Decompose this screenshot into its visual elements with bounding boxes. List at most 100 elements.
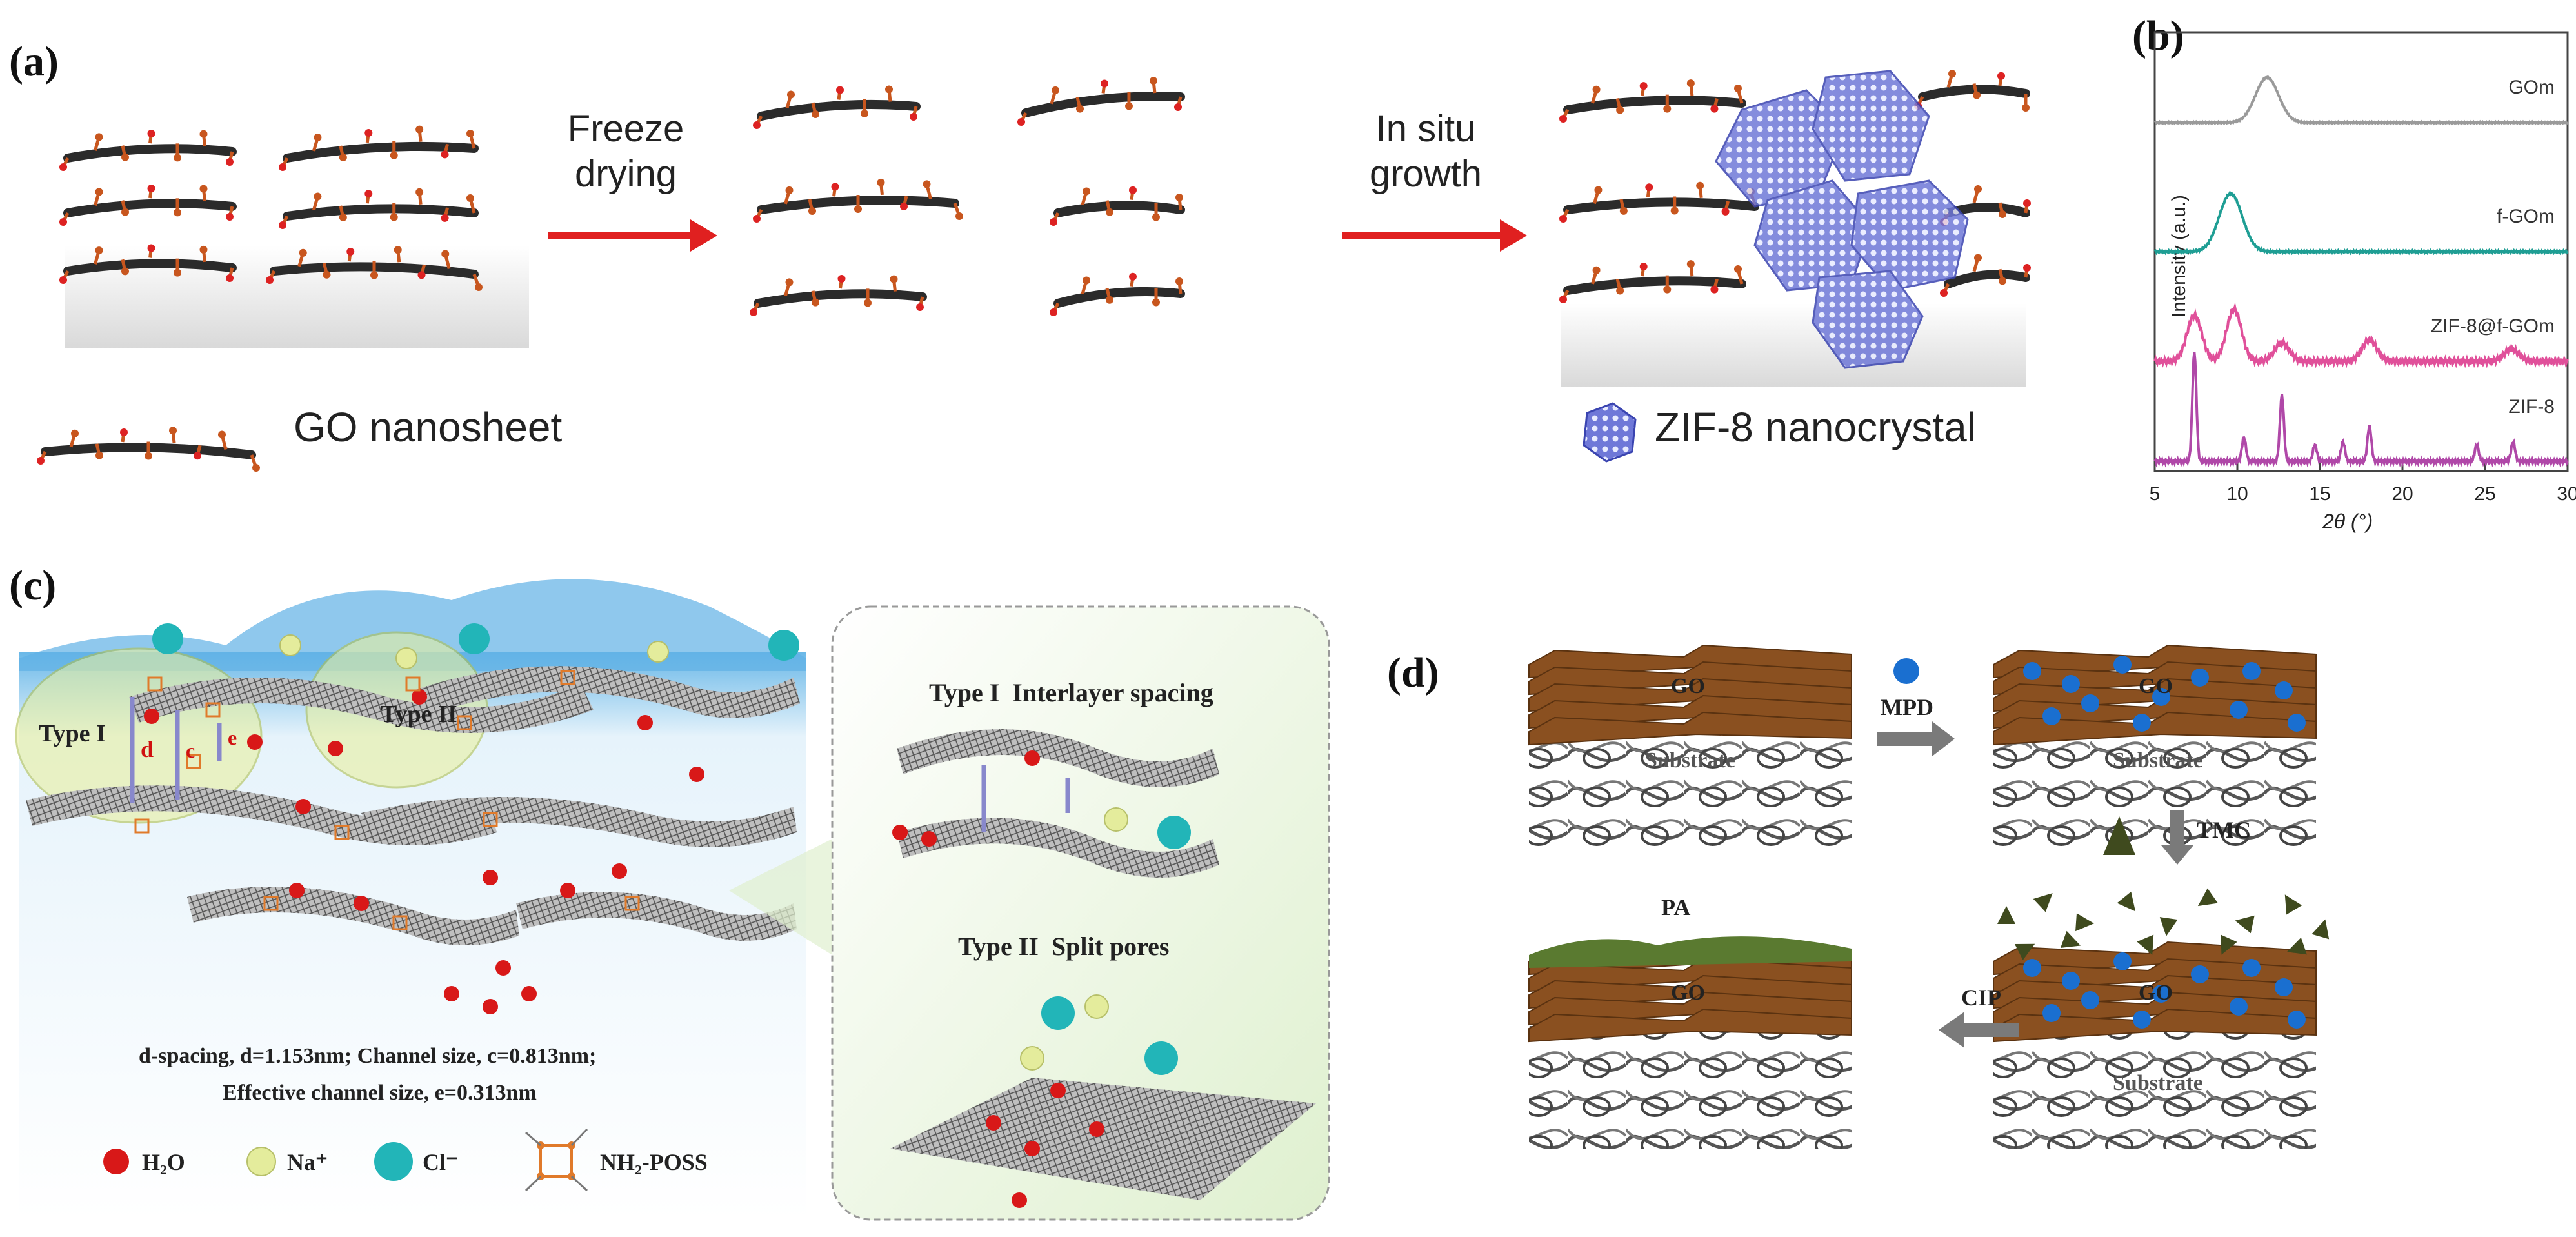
functional-group-atom <box>1559 215 1567 223</box>
water-molecule <box>1089 1121 1104 1137</box>
functional-group-atom <box>1999 277 2006 285</box>
functional-group-atom <box>1101 79 1108 88</box>
zif-8-crystals <box>1715 70 1969 369</box>
panel-c-label: (c) <box>9 562 57 609</box>
functional-group-atom <box>390 213 398 221</box>
sodium-ion <box>1104 807 1128 832</box>
functional-group-atom <box>1106 208 1113 216</box>
functional-group-atom <box>95 451 103 459</box>
legend-cl: Cl⁻ <box>423 1149 459 1175</box>
go-sheet <box>1021 92 1185 117</box>
inset-split-pore-sheet <box>890 1078 1316 1200</box>
functional-group-atom <box>1174 103 1182 111</box>
functional-group-atom <box>1175 194 1183 201</box>
water-molecule <box>483 870 498 885</box>
type-ii-label: Type II <box>381 701 457 728</box>
functional-group-atom <box>1592 85 1601 94</box>
tmc-molecule <box>2159 917 2178 936</box>
graphene-sheet <box>516 892 797 941</box>
go-label-3: GO <box>1671 981 1705 1005</box>
functional-group-atom <box>95 188 103 196</box>
legend-nh2-poss: NH₂-POSS <box>600 1149 708 1175</box>
sodium-ion <box>1020 1046 1044 1071</box>
water-splash <box>19 579 806 671</box>
go-sheet <box>1563 197 1759 214</box>
functional-group-atom <box>1721 207 1730 216</box>
mpd-molecule <box>2275 681 2293 699</box>
functional-group-atom <box>226 158 234 166</box>
tmc-molecule <box>1997 906 2015 924</box>
functional-group-atom <box>121 208 129 216</box>
graphene-sheet <box>361 797 797 847</box>
functional-group-atom <box>1050 308 1057 316</box>
mpd-arrow <box>1877 721 1955 756</box>
mpd-molecule <box>2242 662 2261 680</box>
functional-group-atom <box>955 212 963 220</box>
mpd-molecule <box>2081 694 2099 712</box>
functional-group-atom <box>785 278 794 287</box>
caption-line-1: d-spacing, d=1.153nm; Channel size, c=0.… <box>139 1044 597 1068</box>
functional-group-atom <box>417 271 426 279</box>
water-molecule <box>1050 1083 1066 1098</box>
functional-group-atom <box>1616 106 1624 114</box>
series-label: ZIF-8@f-GOm <box>2431 316 2555 337</box>
go-sheet <box>63 144 237 163</box>
functional-group-atom <box>1639 82 1648 90</box>
tmc-icon <box>2103 816 2135 855</box>
go-label-4: GO <box>2139 981 2173 1005</box>
water-molecule <box>986 1115 1001 1131</box>
functional-group-atom <box>194 452 201 460</box>
functional-group-atom <box>120 428 128 436</box>
functional-group-atom <box>1083 276 1090 285</box>
functional-group-atom <box>1559 115 1567 123</box>
functional-group-atom <box>1734 265 1742 273</box>
functional-group-atom <box>1083 187 1090 196</box>
functional-group-atom <box>787 90 795 99</box>
h2o-icon <box>103 1149 129 1174</box>
functional-group-atom <box>2022 104 2030 112</box>
x-tick-label: 25 <box>2474 483 2495 505</box>
inset-callout <box>729 839 832 955</box>
functional-group-atom <box>1948 70 1956 78</box>
tmc-label: TMC <box>2197 817 2251 843</box>
chloride-ion <box>459 623 490 654</box>
tmc-molecule <box>2075 913 2094 932</box>
water-molecule <box>612 863 627 879</box>
functional-group-atom <box>890 275 898 283</box>
series-label: f-GOm <box>2497 206 2555 227</box>
chloride-ion <box>1041 996 1075 1030</box>
functional-group-atom <box>1696 181 1704 190</box>
cl-icon <box>374 1142 413 1181</box>
pa-layer <box>1529 936 1852 968</box>
functional-group-atom <box>364 190 373 198</box>
nh2-poss-molecule <box>334 825 350 840</box>
tmc-molecule <box>2060 930 2081 949</box>
functional-group-atom <box>314 134 322 142</box>
go-sheet <box>1563 96 1746 114</box>
series-line-zif-8 <box>2153 352 2569 468</box>
go-sheet <box>1944 270 2030 288</box>
functional-group-atom <box>1734 85 1742 92</box>
functional-group-atom <box>1973 91 1981 99</box>
chloride-ion <box>768 630 799 661</box>
functional-group-atom <box>753 215 761 223</box>
tmc-molecule <box>2284 894 2302 915</box>
functional-group-atom <box>2023 264 2031 272</box>
water-molecule <box>560 883 575 898</box>
functional-group-atom <box>837 275 846 283</box>
functional-group-atom <box>441 214 449 222</box>
mpd-molecule <box>2113 656 2132 674</box>
functional-group-atom <box>1175 277 1183 285</box>
functional-group-atom <box>71 429 79 437</box>
functional-group-atom <box>226 213 234 221</box>
go-sheet <box>283 204 479 221</box>
substrate-layer <box>1993 729 2316 852</box>
tmc-arrow <box>2161 810 2193 865</box>
functional-group-atom <box>37 457 45 465</box>
functional-group-atom <box>364 128 373 137</box>
water-molecule <box>289 883 305 898</box>
nh2-poss-molecule <box>147 676 163 692</box>
functional-group-atom <box>1639 263 1648 271</box>
functional-group-atom <box>900 203 908 210</box>
functional-group-atom <box>121 153 129 161</box>
